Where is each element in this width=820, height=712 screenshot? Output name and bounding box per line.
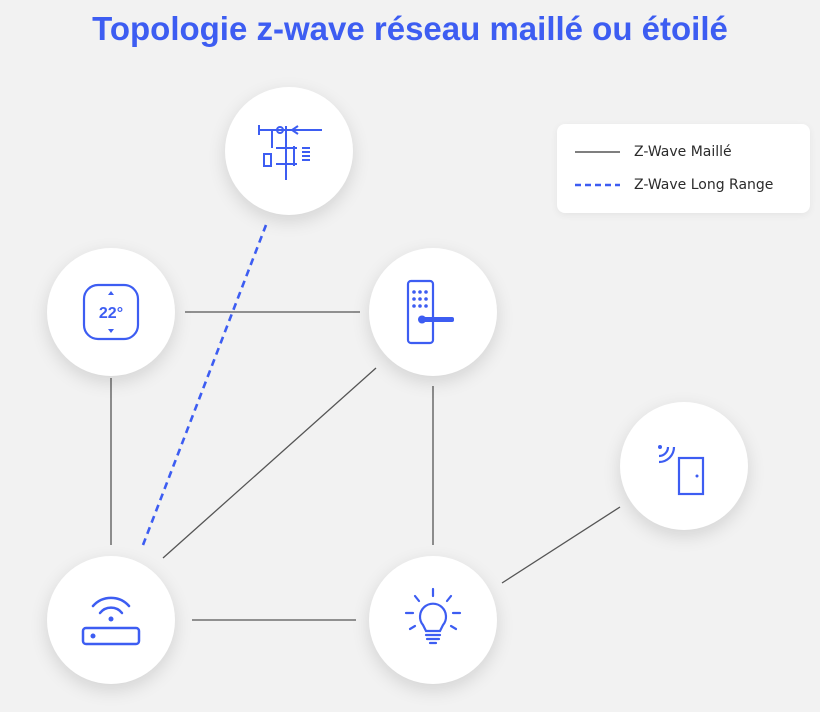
legend-label-mesh: Z-Wave Maillé bbox=[634, 144, 732, 160]
light-bulb-node[interactable] bbox=[369, 556, 497, 684]
page-title: Topologie z-wave réseau maillé ou étoilé bbox=[92, 10, 728, 47]
light-bulb-icon bbox=[404, 587, 462, 645]
door-sensor-icon bbox=[658, 445, 705, 496]
thermostat-icon: 22° bbox=[82, 283, 140, 341]
thermostat-reading: 22° bbox=[99, 305, 123, 322]
dashed-line-swatch bbox=[575, 183, 620, 187]
long-range-link-hub-weather bbox=[141, 224, 268, 546]
door-lock-node[interactable] bbox=[369, 248, 497, 376]
weather-station-icon bbox=[258, 125, 322, 180]
router-hub-icon bbox=[81, 596, 141, 646]
hub-node[interactable] bbox=[47, 556, 175, 684]
keypad-lock-icon bbox=[406, 279, 454, 345]
thermostat-node[interactable]: 22° bbox=[47, 248, 175, 376]
door-sensor-node[interactable] bbox=[620, 402, 748, 530]
legend-item-long-range: Z-Wave Long Range bbox=[575, 175, 773, 195]
solid-line-swatch bbox=[575, 151, 620, 153]
mesh-link-bulb-doorsensor bbox=[501, 506, 621, 584]
legend: Z-Wave Maillé Z-Wave Long Range bbox=[557, 124, 810, 213]
weather-station-node[interactable] bbox=[225, 87, 353, 215]
mesh-link-lock-hub bbox=[162, 367, 377, 559]
legend-label-long-range: Z-Wave Long Range bbox=[634, 177, 774, 193]
legend-item-mesh: Z-Wave Maillé bbox=[575, 142, 732, 162]
